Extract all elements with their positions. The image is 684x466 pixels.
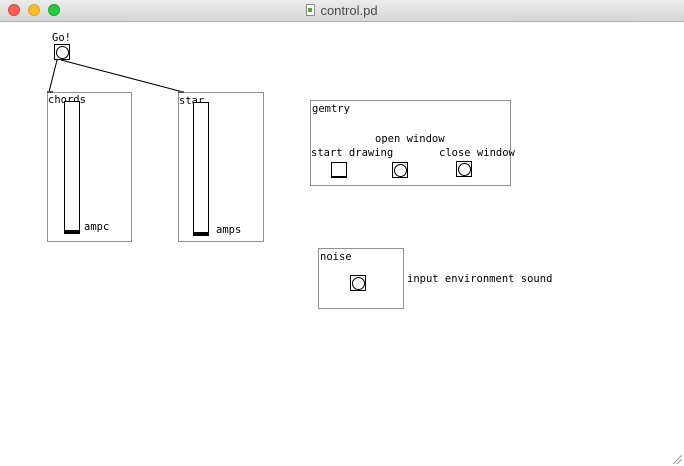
- start-drawing-label: start drawing: [311, 147, 394, 159]
- zoom-window-button[interactable]: [48, 4, 60, 16]
- start-drawing-toggle[interactable]: [331, 162, 347, 178]
- patch-canvas[interactable]: Go! chords ampc star amps gemtry open wi…: [0, 22, 684, 466]
- chords-slider-knob[interactable]: [65, 230, 79, 233]
- noise-side-label: input environment sound: [407, 273, 553, 285]
- close-window-button[interactable]: [8, 4, 20, 16]
- chords-slider-label: ampc: [84, 221, 110, 233]
- go-label: Go!: [52, 32, 71, 44]
- star-subpatch[interactable]: [178, 92, 264, 242]
- go-bang-button[interactable]: [54, 44, 70, 60]
- connection-go-to-star: [60, 59, 184, 93]
- close-window-bang-button[interactable]: [456, 161, 472, 177]
- window-title-text: control.pd: [320, 3, 378, 18]
- close-window-label: close window: [439, 147, 515, 159]
- star-inlet[interactable]: [178, 91, 184, 93]
- patch-connections: [48, 59, 184, 93]
- noise-subpatch[interactable]: [318, 248, 404, 309]
- resize-grip-icon[interactable]: [672, 454, 682, 464]
- chords-subpatch[interactable]: [47, 92, 132, 242]
- noise-bang-button[interactable]: [350, 275, 366, 291]
- open-window-bang-button[interactable]: [392, 162, 408, 178]
- chords-inlet[interactable]: [47, 91, 53, 93]
- minimize-window-button[interactable]: [28, 4, 40, 16]
- star-slider-knob[interactable]: [194, 232, 208, 235]
- noise-name: noise: [320, 251, 352, 263]
- open-window-label: open window: [375, 133, 445, 145]
- gemtry-name: gemtry: [312, 103, 350, 115]
- chords-amp-slider[interactable]: [64, 101, 80, 234]
- star-amp-slider[interactable]: [193, 102, 209, 236]
- star-slider-label: amps: [216, 224, 242, 236]
- window-titlebar[interactable]: control.pd: [0, 0, 684, 22]
- window-title: control.pd: [0, 3, 684, 18]
- pd-document-icon: [306, 4, 316, 16]
- gemtry-subpatch[interactable]: [310, 100, 511, 186]
- connection-go-to-chords: [48, 59, 58, 93]
